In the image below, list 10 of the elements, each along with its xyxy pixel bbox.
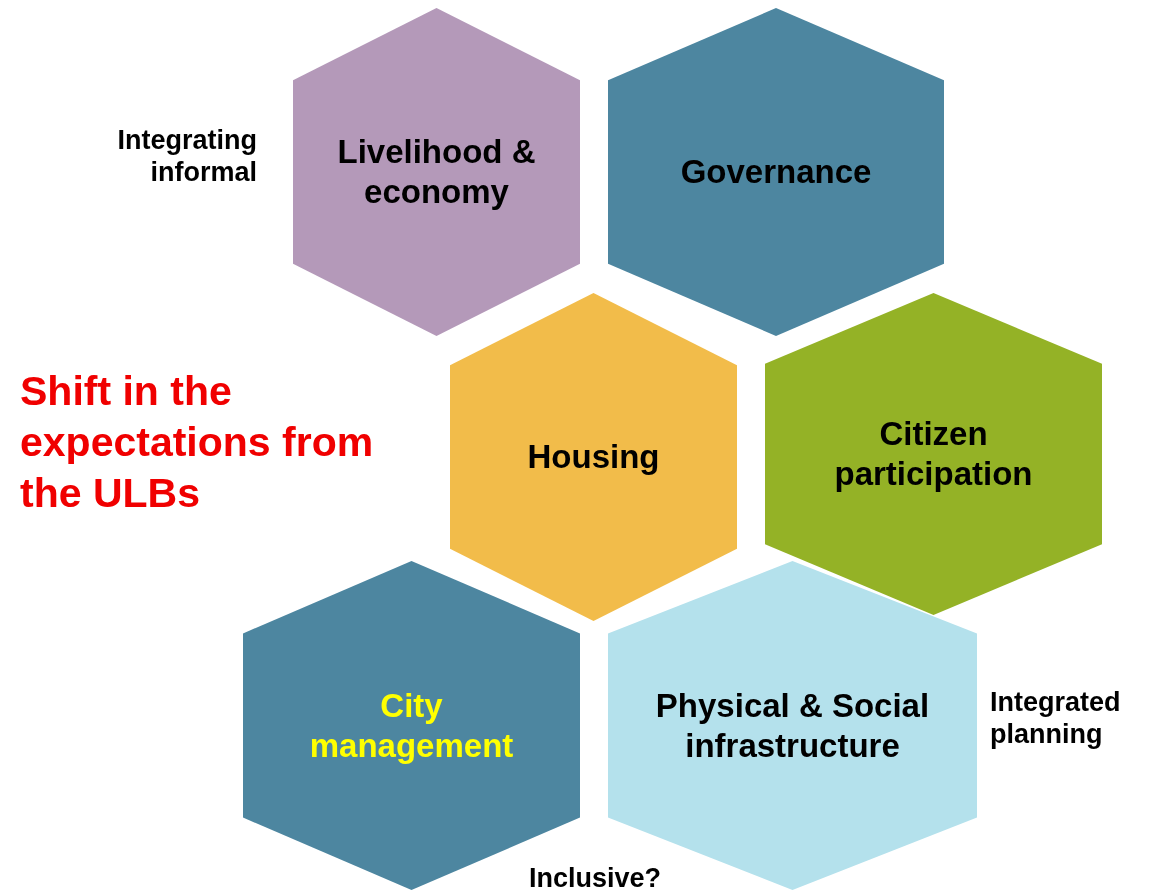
side-note: Integrating informal <box>116 124 257 188</box>
hexagon-label: Housing <box>527 437 660 477</box>
hexagon-label: Citizen participation <box>833 414 1034 494</box>
hexagon-label: Physical & Social infrastructure <box>654 685 931 766</box>
hexagon-label: Livelihood & economy <box>336 132 537 212</box>
side-note: Inclusive? <box>527 862 662 893</box>
side-note: Integrated planning <box>990 686 1122 750</box>
hexagon-label: Governance <box>680 152 872 192</box>
hexagon-label: City management <box>308 685 515 766</box>
title: Shift in the expectations from the ULBs <box>20 367 375 518</box>
